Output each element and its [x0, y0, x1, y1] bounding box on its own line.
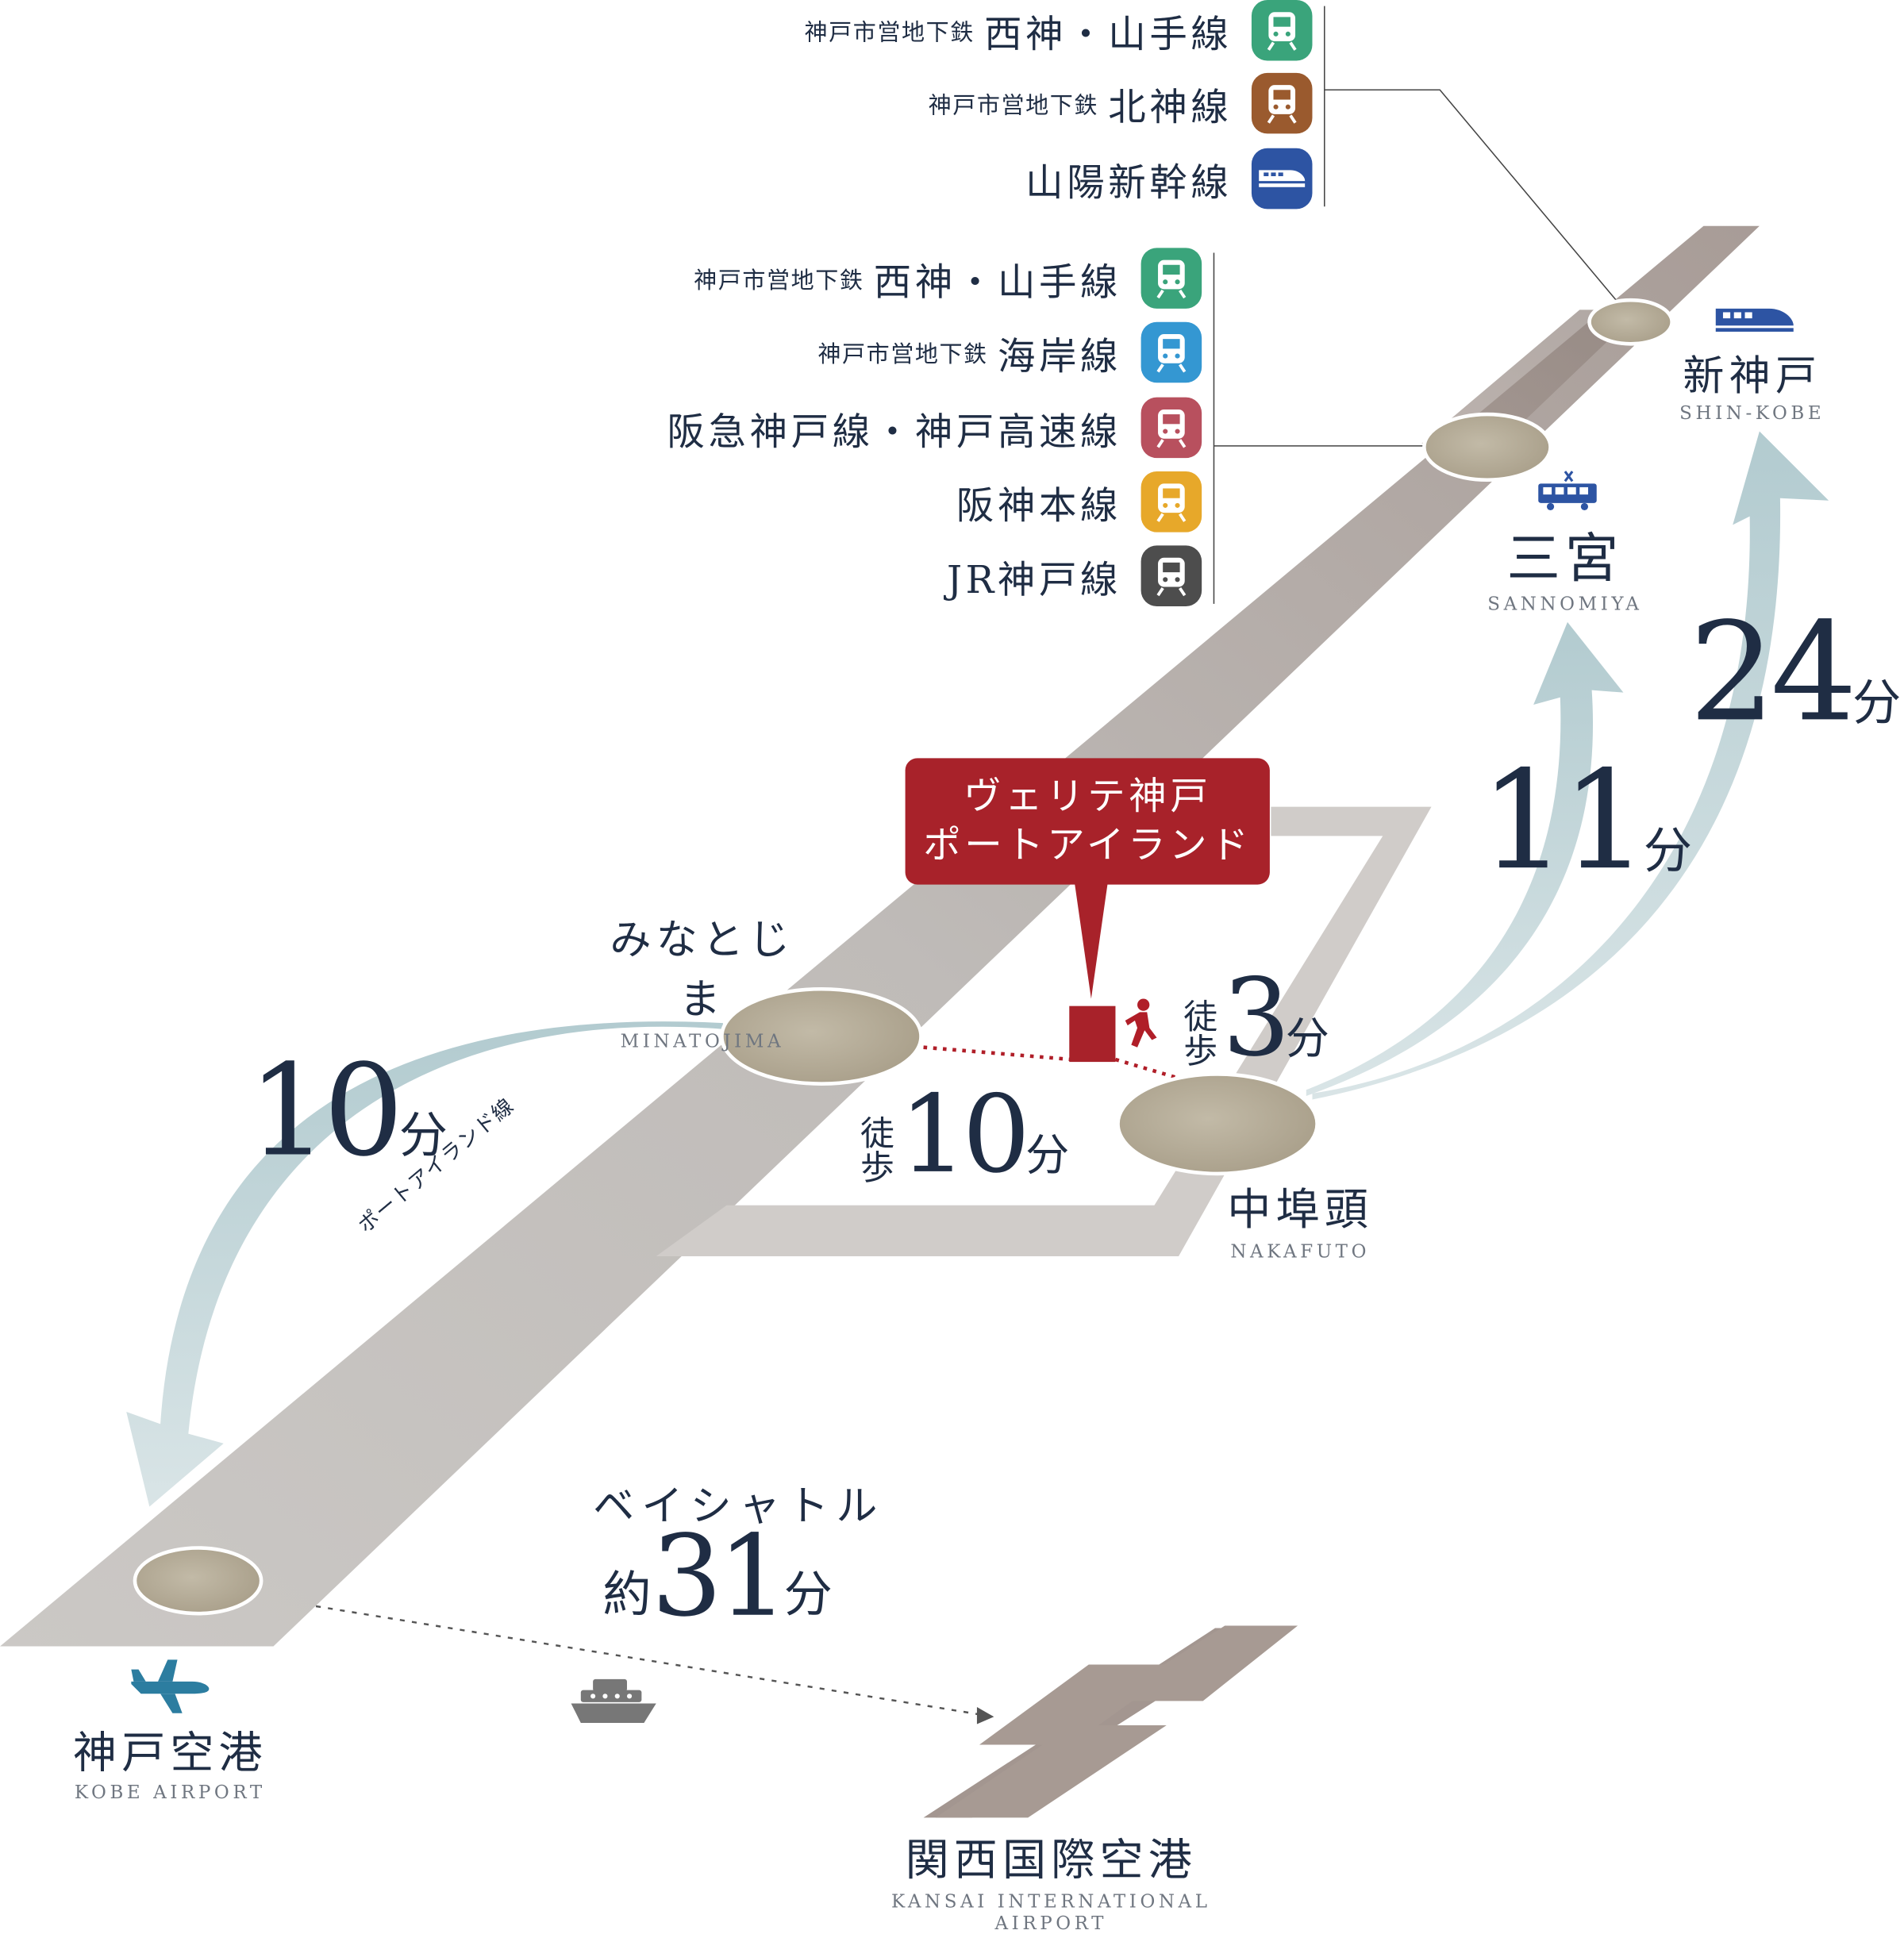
line-name: 山陽新幹線	[1025, 160, 1233, 205]
label-shinkobe: 新神戸 SHIN-KOBE	[1655, 343, 1849, 425]
label-sannomiya: 三宮 SANNOMIYA	[1456, 515, 1675, 615]
station-name-en: MINATOJIMA	[620, 1030, 785, 1052]
label-kansai-airport: 関西国際空港 KANSAI INTERNATIONAL AIRPORT	[838, 1825, 1264, 1934]
station-name-en: SHIN-KOBE	[1679, 402, 1825, 425]
property-name-line2: ポートアイランド	[923, 824, 1252, 868]
station-name-en: NAKAFUTO	[1230, 1240, 1371, 1263]
station-name: 関西国際空港	[905, 1836, 1198, 1886]
line-row: 阪神本線	[947, 471, 1202, 533]
time-walk-nakafuto: 徒歩 3 分	[1174, 955, 1378, 1081]
line-prefix: 神戸市営地下鉄	[817, 340, 988, 368]
time-unit: 分	[1025, 1131, 1070, 1182]
shinkansen-badge-icon	[1251, 148, 1313, 210]
station-name-en: SANNOMIYA	[1487, 593, 1643, 615]
train-icon	[1140, 248, 1202, 309]
station-shinkobe	[1587, 298, 1674, 346]
station-name: みなとじま	[610, 916, 795, 1025]
kansai-airport-shape	[935, 1625, 1298, 1818]
train-icon	[1140, 397, 1202, 459]
line-row: 山陽新幹線	[1016, 148, 1313, 210]
line-name: 阪急神戸線・神戸高速線	[667, 409, 1122, 454]
time-unit: 分	[1285, 1014, 1329, 1065]
time-value: 11	[1479, 742, 1648, 901]
callout-pointer	[1074, 879, 1109, 999]
label-minatojima: みなとじま MINATOJIMA	[593, 906, 812, 1052]
shuttle-route	[315, 1605, 987, 1717]
train-icon	[1251, 0, 1313, 61]
line-name: 海岸線	[997, 334, 1122, 379]
time-value: 31	[651, 1511, 789, 1642]
time-value: 10	[898, 1071, 1030, 1198]
time-value: 3	[1222, 955, 1290, 1081]
walk-path-nakafuto	[1114, 1057, 1182, 1081]
station-name-en: KOBE AIRPORT	[74, 1781, 266, 1804]
train-icon	[1140, 471, 1202, 533]
shinkansen-icon	[1715, 308, 1794, 332]
time-unit: 分	[783, 1567, 833, 1624]
time-prefix: 徒歩	[855, 1115, 896, 1184]
train-icon	[1140, 545, 1202, 606]
time-value: 10	[248, 1036, 404, 1185]
time-prefix: 約	[602, 1567, 652, 1624]
walker-icon	[1125, 998, 1157, 1048]
station-name: 三宮	[1506, 528, 1624, 591]
station-sannomiya	[1422, 412, 1552, 483]
line-name: 西神・山手線	[984, 13, 1233, 57]
line-row: 神戸市営地下鉄 北神線	[928, 72, 1313, 134]
property-name-line1: ヴェリテ神戸	[964, 775, 1212, 819]
station-name: 神戸空港	[72, 1728, 267, 1779]
tram-icon	[1538, 471, 1597, 511]
line-prefix: 神戸市営地下鉄	[928, 91, 1099, 119]
station-name: 中埠頭	[1227, 1186, 1374, 1236]
line-row: 神戸市営地下鉄 西神・山手線	[694, 248, 1202, 309]
time-walk-minatojima: 徒歩 10 分	[851, 1071, 1118, 1198]
route-upper-segment	[1421, 310, 1641, 444]
time-value: 24	[1689, 594, 1857, 752]
line-row: 神戸市営地下鉄 海岸線	[817, 321, 1202, 383]
line-name: 西神・山手線	[873, 260, 1122, 305]
arrow-to-shinkobe	[1312, 431, 1829, 1100]
time-airport: 10 分	[248, 1048, 448, 1174]
line-prefix: 神戸市営地下鉄	[694, 267, 864, 294]
line-name: 北神線	[1108, 85, 1233, 130]
walk-path-minatojima	[923, 1045, 1072, 1062]
line-name: 阪神本線	[956, 484, 1122, 529]
arrow-to-sannomiya	[1306, 621, 1624, 1096]
station-kobe-airport	[133, 1546, 263, 1616]
route-band	[0, 225, 1760, 1647]
station-name-en: KANSAI INTERNATIONAL AIRPORT	[891, 1890, 1211, 1934]
line-row: JR神戸線	[937, 545, 1202, 606]
time-sannomiya: 11 分	[1480, 753, 1692, 889]
line-prefix: 神戸市営地下鉄	[804, 18, 975, 46]
station-minatojima	[720, 986, 923, 1086]
time-shuttle: 約 31 分	[602, 1521, 832, 1633]
station-nakafuto	[1116, 1072, 1319, 1176]
property-marker	[1069, 1005, 1116, 1063]
label-kobe-airport: 神戸空港 KOBE AIRPORT	[61, 1718, 280, 1803]
label-nakafuto: 中埠頭 NAKAFUTO	[1203, 1175, 1398, 1262]
leader-top	[1324, 89, 1617, 301]
property-callout: ヴェリテ神戸 ポートアイランド	[905, 758, 1270, 885]
shuttle-arrowhead	[976, 1707, 994, 1724]
time-unit: 分	[1852, 675, 1902, 732]
time-shinkobe: 24 分	[1689, 605, 1901, 740]
train-icon	[1251, 72, 1313, 134]
line-name: JR神戸線	[946, 558, 1122, 602]
airplane-icon	[131, 1659, 210, 1713]
shuttle-title: ベイシャトル	[593, 1482, 885, 1532]
time-unit: 分	[398, 1108, 448, 1164]
train-icon	[1140, 321, 1202, 383]
line-row: 阪急神戸線・神戸高速線	[657, 397, 1202, 459]
station-name: 新神戸	[1683, 352, 1821, 402]
time-unit: 分	[1643, 824, 1692, 880]
line-row: 神戸市営地下鉄 西神・山手線	[804, 0, 1313, 61]
ship-icon	[571, 1678, 656, 1723]
time-prefix: 徒歩	[1179, 998, 1219, 1067]
arrow-to-kobe-airport	[126, 1021, 723, 1507]
